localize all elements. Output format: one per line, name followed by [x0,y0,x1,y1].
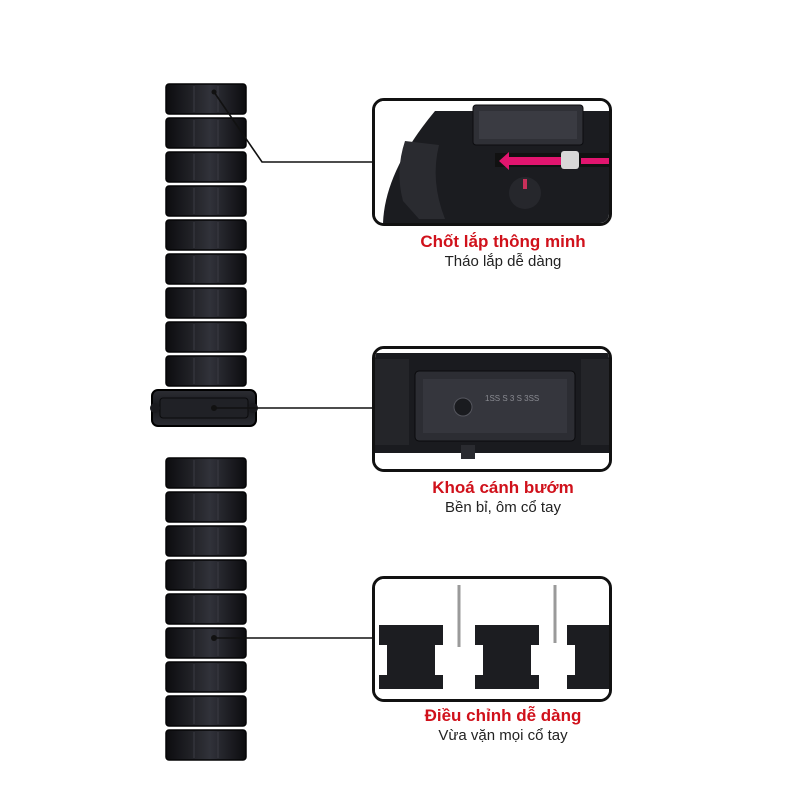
band-link [165,661,247,693]
band-link [165,83,247,115]
feature-subtitle: Vừa vặn mọi cổ tay [438,727,568,744]
feature-adjustable: Điều chỉnh dễ dàng Vừa vặn mọi cổ tay [353,706,653,745]
band-link [165,185,247,217]
band-link [165,593,247,625]
feature-quick-release: Chốt lắp thông minh Tháo lắp dễ dàng [353,232,653,271]
band-link [165,525,247,557]
band-link [165,559,247,591]
band-link [165,219,247,251]
butterfly-clasp-detail-image: 1SS S 3 S 3SS [372,346,612,472]
svg-text:1SS S 3 S 3SS: 1SS S 3 S 3SS [485,394,539,403]
adjustable-links-detail-image [372,576,612,702]
feature-title: Điều chỉnh dễ dàng [424,706,582,725]
feature-title: Khoá cánh bướm [432,478,574,497]
feature-butterfly-clasp: Khoá cánh bướm Bền bỉ, ôm cổ tay [353,478,653,517]
feature-subtitle: Tháo lắp dễ dàng [444,253,562,270]
band-link [165,117,247,149]
band-link [165,321,247,353]
band-link [165,253,247,285]
band-link [165,491,247,523]
band-link [165,695,247,727]
band-link [165,287,247,319]
band-link [165,729,247,761]
band-link [165,355,247,387]
band-link [165,457,247,489]
band-link [165,627,247,659]
quick-release-detail-image [372,98,612,226]
feature-title: Chốt lắp thông minh [420,232,586,251]
band-link [165,151,247,183]
feature-subtitle: Bền bỉ, ôm cổ tay [445,499,561,516]
